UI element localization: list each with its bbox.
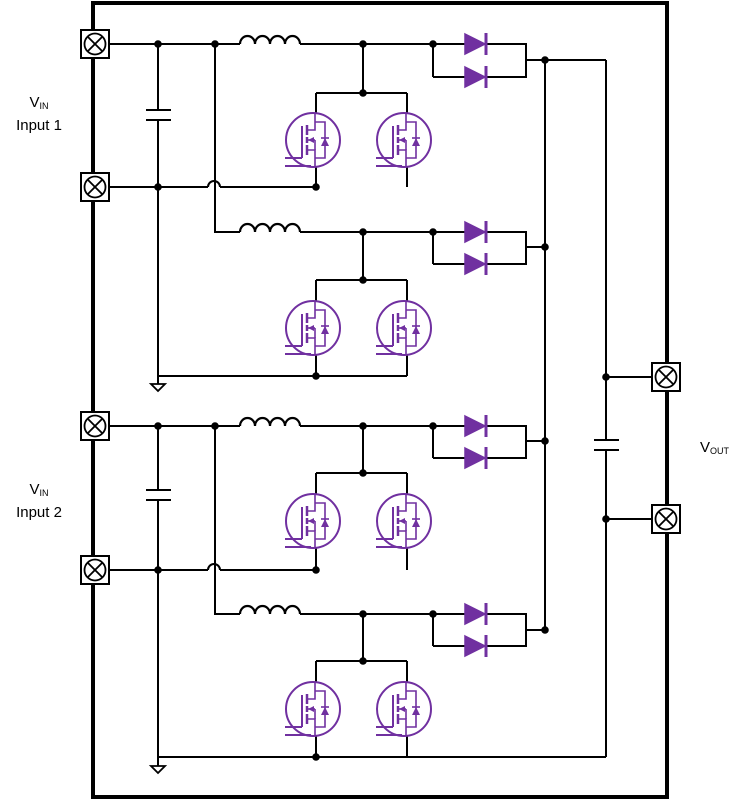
diode-icon (463, 31, 488, 57)
inductor-icon (238, 222, 302, 234)
output-negative-terminal-icon (651, 504, 681, 534)
mosfet-icon (374, 492, 433, 550)
vin-label: VIN (29, 481, 49, 498)
mosfet-icon (374, 111, 433, 169)
diode-icon (463, 251, 488, 277)
input-2-section (109, 425, 606, 760)
inductor-icon (238, 416, 302, 428)
mosfet-icon (283, 111, 342, 169)
ground-icon (150, 759, 166, 774)
output-section (544, 60, 652, 757)
mosfet-icon (283, 492, 342, 550)
mosfet-icon (374, 680, 433, 738)
inductor-icon (238, 604, 302, 616)
diode-icon (463, 633, 488, 659)
inductor-icon (238, 34, 302, 46)
input-1-label: VIN Input 1 (0, 93, 78, 135)
input-1-negative-terminal-icon (80, 172, 110, 202)
mosfet-icon (283, 680, 342, 738)
input-2-text: Input 2 (16, 504, 62, 521)
input-1-section (109, 43, 606, 378)
input-1-text: Input 1 (16, 117, 62, 134)
input-2-positive-terminal-icon (80, 411, 110, 441)
input-2-negative-terminal-icon (80, 555, 110, 585)
diode-icon (463, 64, 488, 90)
enclosure-frame (91, 1, 669, 799)
diode-icon (463, 219, 488, 245)
output-positive-terminal-icon (651, 362, 681, 392)
vout-label: VOUT (700, 439, 730, 456)
ground-icon (150, 377, 166, 392)
input-2-label: VIN Input 2 (0, 480, 78, 522)
mosfet-icon (283, 299, 342, 357)
diode-icon (463, 601, 488, 627)
mosfet-icon (374, 299, 433, 357)
diode-icon (463, 413, 488, 439)
diode-icon (463, 445, 488, 471)
junction-dots (154, 40, 610, 761)
vin-label: VIN (29, 94, 49, 111)
input-1-positive-terminal-icon (80, 29, 110, 59)
